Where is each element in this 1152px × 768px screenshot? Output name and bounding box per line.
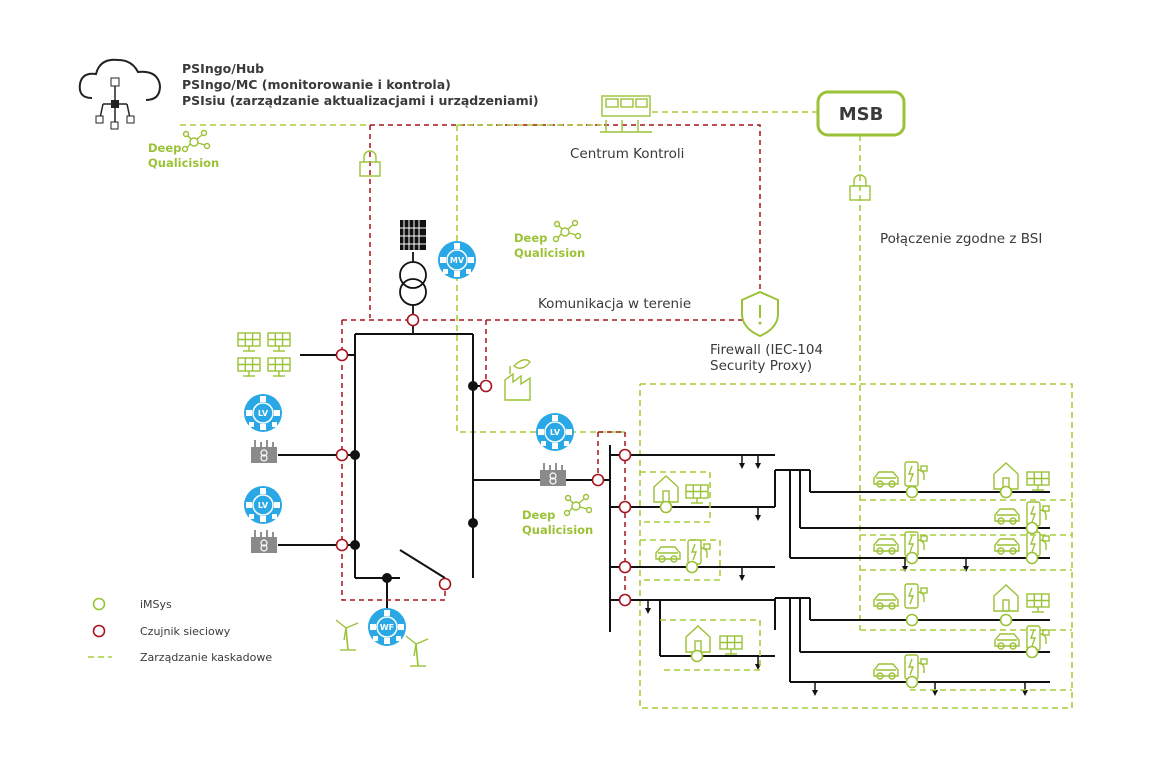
network-sensors-lv (591, 448, 632, 607)
legend-sensor-symbol (92, 624, 106, 638)
mv-badge: MV (437, 240, 477, 280)
solar-array-icon (237, 332, 291, 377)
cloud-network-icon (78, 58, 162, 130)
solar-panel-icon (400, 220, 426, 250)
legend-cascade-label: Zarządzanie kaskadowe (140, 651, 272, 664)
ev-car-icon (655, 546, 681, 563)
cascade-boxes-lv (640, 471, 1072, 691)
deep-qualicision-top: Deep Qualicision (148, 129, 219, 170)
field-comm-label: Komunikacja w terenie (538, 296, 691, 312)
charging-station-icon (904, 583, 928, 609)
svg-text:WF: WF (380, 623, 394, 632)
house-icon (993, 584, 1019, 612)
wind-turbine-icon-2 (405, 635, 429, 667)
charging-station-icon (904, 461, 928, 487)
ev-car-icon (994, 508, 1020, 525)
substation-icon-2 (250, 529, 278, 554)
mv-busbar (278, 333, 540, 608)
deep-qualicision-middle: Deep Qualicision (514, 219, 585, 260)
network-sensors-mv (335, 313, 493, 591)
legend: iMSys Czujnik sieciowy Zarządzanie kaska… (88, 597, 272, 664)
firewall-label-1: Firewall (IEC-104 (710, 342, 823, 358)
svg-text:Qualicision: Qualicision (522, 523, 593, 537)
sensor-loop-lv2 (598, 431, 626, 600)
header-line-hub: PSIngo/Hub (182, 61, 264, 76)
factory-icon (504, 359, 531, 401)
solar-panel-icon (685, 484, 709, 504)
lv-badge-2: LV (243, 485, 283, 525)
bsi-connection-label: Połączenie zgodne z BSI (880, 231, 1042, 247)
header-line-siu: PSIsiu (zarządzanie aktualizacjami i urz… (182, 93, 539, 108)
svg-text:LV: LV (258, 501, 269, 510)
charging-station-icon (687, 539, 711, 565)
house-icon (685, 625, 711, 653)
junction-dots (350, 381, 478, 583)
svg-text:Deep: Deep (514, 231, 547, 245)
solar-panel-icon (1026, 593, 1050, 613)
house-icon (653, 475, 679, 503)
legend-sensor-label: Czujnik sieciowy (140, 625, 231, 638)
svg-text:MSB: MSB (839, 104, 884, 125)
substation-icon-3 (539, 462, 567, 487)
lv-badge-1: LV (243, 393, 283, 433)
solar-panel-icon (719, 635, 743, 655)
lv-badge-3: LV (535, 412, 575, 452)
header-line-mc: PSIngo/MC (monitorowanie i kontrola) (182, 77, 451, 92)
wind-turbine-icon-1 (335, 619, 359, 651)
msb-box: MSB (816, 90, 906, 137)
ev-car-icon (994, 538, 1020, 555)
house-icon (993, 462, 1019, 490)
ev-car-icon (873, 538, 899, 555)
control-center-label: Centrum Kontroli (570, 146, 684, 162)
shield-warning-icon (741, 290, 779, 338)
svg-text:Deep: Deep (148, 141, 181, 155)
svg-text:LV: LV (550, 428, 561, 437)
sensor-loop-left (341, 320, 446, 601)
legend-imsys-label: iMSys (140, 598, 172, 611)
svg-text:MV: MV (450, 256, 465, 265)
ev-car-icon (873, 593, 899, 610)
solar-panel-icon (1026, 471, 1050, 491)
charging-station-icon (904, 654, 928, 680)
svg-text:Deep: Deep (522, 508, 555, 522)
control-center-icon (600, 95, 652, 133)
lv-network (566, 445, 1050, 683)
imsys-meters (659, 485, 1039, 689)
ev-car-icon (873, 471, 899, 488)
firewall-label-2: Security Proxy) (710, 358, 812, 374)
ev-car-icon (994, 633, 1020, 650)
deep-qualicision-bottom: Deep Qualicision (522, 493, 593, 537)
wf-badge: WF (367, 607, 407, 647)
svg-text:Qualicision: Qualicision (148, 156, 219, 170)
cascade-management-lines (180, 111, 1073, 709)
svg-text:Qualicision: Qualicision (514, 246, 585, 260)
ev-car-icon (873, 663, 899, 680)
legend-imsys-symbol (92, 597, 106, 611)
svg-text:LV: LV (258, 409, 269, 418)
substation-icon-1 (250, 439, 278, 464)
